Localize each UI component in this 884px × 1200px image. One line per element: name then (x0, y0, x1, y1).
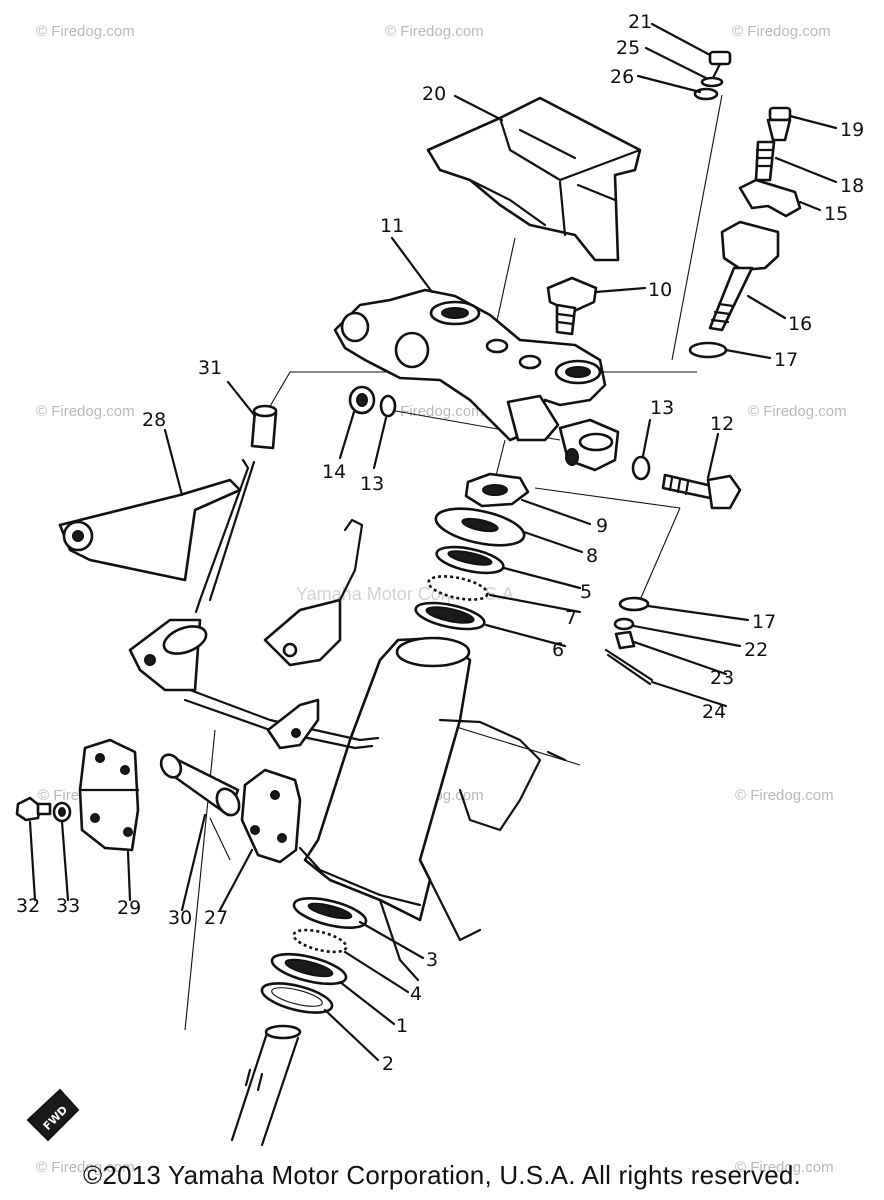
part-13-washer-right (631, 455, 651, 481)
part-2-seal (260, 982, 334, 1014)
callout-31: 30 (168, 907, 192, 929)
callout-30: 31 (198, 357, 222, 379)
part-33-washer (52, 801, 72, 823)
callout-4: 4 (410, 983, 422, 1005)
watermark: © Firedog.com (732, 23, 831, 40)
callout-17-bottom: 17 (752, 611, 776, 633)
callout-33: 33 (56, 895, 80, 917)
watermarks: © Firedog.com © Firedog.com © Firedog.co… (36, 23, 847, 1176)
callout-26: 26 (610, 66, 634, 88)
part-5-race (435, 545, 505, 575)
part-3-race (292, 897, 368, 929)
steering-stem-lower (230, 1024, 302, 1147)
callout-11: 11 (380, 215, 404, 237)
callout-23: 20 (422, 83, 446, 105)
part-8-cover (434, 507, 526, 547)
part-7-balls (427, 575, 489, 601)
part-28-plate (78, 738, 140, 852)
copyright-notice: ©2013 Yamaha Motor Corporation, U.S.A. A… (83, 1160, 801, 1190)
callout-5: 5 (580, 581, 592, 603)
fwd-indicator: FWD (26, 1088, 80, 1142)
part-10-bolt (546, 276, 598, 336)
callout-22: 19 (840, 119, 864, 141)
callout-29: 27 (204, 907, 228, 929)
part-30-bushing (250, 404, 278, 450)
callout-7: 7 (565, 607, 577, 629)
part-18-washer (613, 617, 635, 631)
callout-17-top: 17 (774, 349, 798, 371)
callout-12: 12 (710, 413, 734, 435)
callout-14: 14 (322, 461, 346, 483)
part-19-nut (614, 630, 636, 650)
callout-25: 25 (616, 37, 640, 59)
part-4-balls (292, 928, 348, 954)
watermark: © Firedog.com (36, 1159, 135, 1176)
callout-leaders (28, 22, 838, 1062)
part-6-race (414, 601, 486, 631)
callout-6: 6 (552, 639, 564, 661)
callout-10: 10 (648, 279, 672, 301)
watermark: © Firedog.com (385, 23, 484, 40)
watermark: © Firedog.com (735, 1159, 834, 1176)
part-15-holder (738, 178, 802, 218)
part-11-crown (333, 288, 620, 472)
part-29-plate (240, 768, 302, 864)
part-12-bolt (661, 473, 742, 510)
callout-27: 28 (142, 409, 166, 431)
part-9-ringnut (464, 472, 530, 508)
part-31-tube (159, 753, 241, 817)
callout-2: 2 (382, 1053, 394, 1075)
part-24-26-screw (693, 50, 732, 101)
watermark: © Firedog.com (735, 787, 834, 804)
callout-8: 8 (586, 545, 598, 567)
part-13-washer-left (379, 394, 397, 418)
watermark: © Firedog.com (36, 23, 135, 40)
callout-19: 23 (710, 667, 734, 689)
callout-24: 21 (628, 11, 652, 33)
callout-13-left: 13 (360, 473, 384, 495)
part-16-holder (708, 220, 780, 332)
watermark: © Firedog.com (385, 403, 484, 420)
callout-1: 1 (396, 1015, 408, 1037)
callout-28: 29 (117, 897, 141, 919)
callout-20: 24 (702, 701, 726, 723)
part-20-cotter-pin (604, 648, 654, 686)
watermark: © Firedog.com (36, 403, 135, 420)
callout-21: 18 (840, 175, 864, 197)
part-14-collar (348, 385, 376, 415)
callout-15: 15 (824, 203, 848, 225)
callout-13-right: 13 (650, 397, 674, 419)
callout-3: 3 (426, 949, 438, 971)
callout-32: 32 (16, 895, 40, 917)
part-32-bolt (15, 796, 52, 822)
callouts: 21 25 26 20 19 18 15 11 10 16 17 31 28 1… (16, 11, 864, 1075)
part-17-washer-lower (618, 596, 650, 612)
part-23-cover (426, 96, 642, 262)
callout-16: 16 (788, 313, 812, 335)
part-1-race (270, 952, 348, 986)
callout-18: 22 (744, 639, 768, 661)
callout-9: 9 (596, 515, 608, 537)
frame-head-tube (298, 636, 567, 982)
part-21-22-bolt (754, 106, 792, 182)
part-27-bracket (58, 458, 380, 750)
watermark: © Firedog.com (748, 403, 847, 420)
part-17-washer-top (688, 341, 728, 359)
